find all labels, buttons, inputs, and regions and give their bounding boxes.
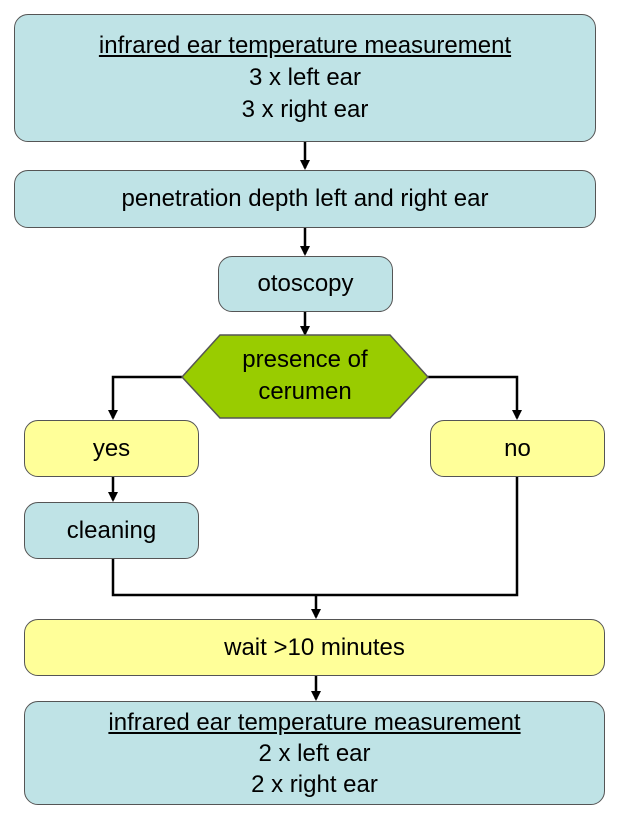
yes-box: yes <box>24 420 199 477</box>
second-measurement-left: 2 x left ear <box>258 739 371 767</box>
no-label: no <box>504 434 531 462</box>
penetration-depth-label: penetration depth left and right ear <box>121 185 489 212</box>
line-cleaning-to-merge <box>111 559 316 597</box>
first-measurement-right: 3 x right ear <box>241 96 369 123</box>
decision-label: presence of cerumen <box>180 335 430 417</box>
wait-box: wait >10 minutes <box>24 619 605 676</box>
penetration-depth-box: penetration depth left and right ear <box>14 170 596 228</box>
second-measurement-right: 2 x right ear <box>251 770 378 798</box>
wait-label: wait >10 minutes <box>224 633 405 661</box>
first-measurement-title: infrared ear temperature measurement <box>98 32 512 59</box>
decision-line-1: presence of <box>242 346 368 373</box>
second-measurement-title: infrared ear temperature measurement <box>108 708 521 736</box>
cleaning-label: cleaning <box>66 516 157 544</box>
decision-line-2: cerumen <box>258 378 352 405</box>
no-box: no <box>430 420 605 477</box>
decision-hexagon <box>180 334 430 419</box>
arrow-decision-to-yes <box>108 375 182 420</box>
arrow-decision-to-no <box>428 375 522 420</box>
yes-label: yes <box>92 434 131 462</box>
second-measurement-box: infrared ear temperature measurement 2 x… <box>24 701 605 805</box>
first-measurement-left: 3 x left ear <box>248 64 362 91</box>
otoscopy-label: otoscopy <box>257 270 354 297</box>
cleaning-box: cleaning <box>24 502 199 559</box>
line-no-to-merge <box>316 477 519 597</box>
first-measurement-box: infrared ear temperature measurement 3 x… <box>14 14 596 142</box>
otoscopy-box: otoscopy <box>218 256 393 312</box>
